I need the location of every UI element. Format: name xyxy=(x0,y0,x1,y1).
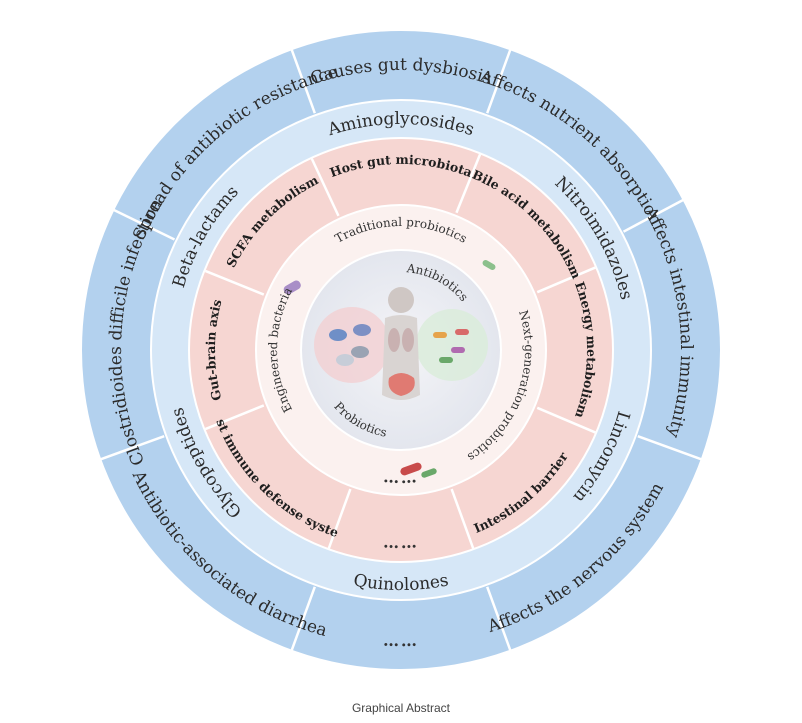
probiotic-type-label: …… xyxy=(383,467,420,487)
outer-ring-divider xyxy=(112,208,176,241)
microbiota-ring-divider xyxy=(310,158,340,217)
microbiota-ring-divider xyxy=(450,488,475,549)
microbiota-ring-divider xyxy=(204,269,265,296)
outer-ring-divider xyxy=(99,435,165,461)
outer-ring-divider xyxy=(290,48,316,114)
microbiota-function-label: Gut-brain axis xyxy=(203,298,225,403)
probiotic-type-label-text: …… xyxy=(383,467,418,487)
outer-ring-divider xyxy=(486,48,512,114)
microbiota-function-label-text: …… xyxy=(383,532,417,552)
pill-icon xyxy=(351,346,369,358)
outer-effect-label-text: …… xyxy=(383,631,417,651)
microbiota-function-label: …… xyxy=(383,532,419,552)
outer-ring-divider xyxy=(290,586,316,652)
microbiota-ring-divider xyxy=(327,488,352,549)
pill-icon xyxy=(353,324,371,336)
probiotic-capsule-icon xyxy=(400,462,422,476)
center-illustration xyxy=(283,260,496,478)
bacterium-icon xyxy=(433,332,447,338)
bacterium-icon xyxy=(451,347,465,353)
intestine-icon xyxy=(388,373,415,396)
figure-caption: Graphical Abstract xyxy=(351,701,451,715)
outer-ring-divider xyxy=(622,198,685,233)
head-icon xyxy=(388,287,414,313)
lung-icon xyxy=(388,328,400,352)
microbiota-ring-divider xyxy=(455,153,482,214)
microbiota-ring-divider xyxy=(536,406,596,434)
lung-icon xyxy=(402,328,414,352)
microbiota-ring-divider xyxy=(204,404,265,431)
bacterium-icon xyxy=(455,329,469,335)
bacterium-icon xyxy=(421,468,437,478)
bacteria-bubble xyxy=(416,309,488,381)
bacterium-icon xyxy=(482,260,496,270)
pill-icon xyxy=(329,329,347,341)
outer-ring-divider xyxy=(637,435,703,461)
microbiota-function-label-text: Gut-brain axis xyxy=(203,298,225,403)
pill-bubble xyxy=(314,307,390,383)
outer-ring-divider xyxy=(486,586,512,652)
probiotic-capsule-icon xyxy=(283,280,301,295)
microbiota-ring-divider xyxy=(536,266,596,294)
outer-effect-label: …… xyxy=(383,631,419,651)
bacterium-icon xyxy=(439,357,453,363)
pill-icon xyxy=(336,354,354,366)
